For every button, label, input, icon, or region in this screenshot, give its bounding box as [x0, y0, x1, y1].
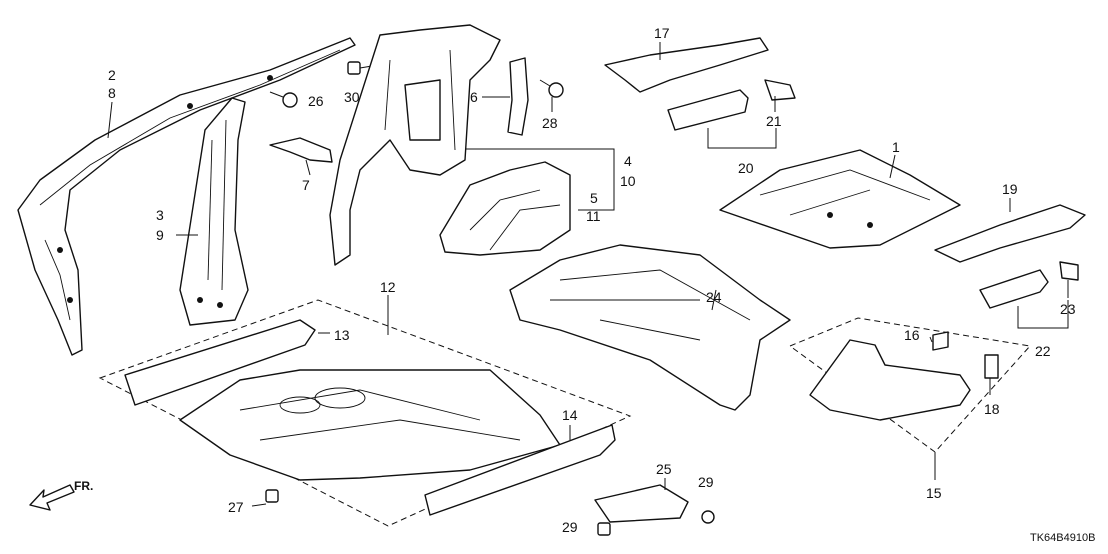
- callout-13: 13: [334, 327, 350, 343]
- part-16: [932, 331, 949, 351]
- bracket-part-6: [507, 57, 529, 136]
- part-19: [934, 204, 1086, 263]
- floor-group-outline: [98, 299, 632, 527]
- callout-19: 19: [1002, 181, 1018, 197]
- side-sill-14: [424, 424, 616, 516]
- callout-12: 12: [380, 279, 396, 295]
- callout-26: 26: [308, 93, 324, 109]
- direction-label: FR.: [74, 479, 93, 493]
- front-direction-arrow-icon: [29, 484, 75, 511]
- callout-29-a: 29: [562, 519, 578, 535]
- callout-20: 20: [738, 160, 754, 176]
- callout-24: 24: [706, 289, 722, 305]
- rear-inner-panel: [329, 24, 501, 266]
- callout-22: 22: [1035, 343, 1051, 359]
- front-floor: [179, 369, 561, 481]
- part-23: [1059, 261, 1079, 281]
- callout-3: 3: [156, 207, 164, 223]
- center-pillar: [179, 97, 249, 326]
- callout-14: 14: [562, 407, 578, 423]
- bolt-28: [539, 79, 564, 98]
- callout-10: 10: [620, 173, 636, 189]
- rear-floor: [719, 149, 961, 249]
- rear-frame: [509, 244, 791, 411]
- diagram-code: TK64B4910B: [1030, 532, 1095, 544]
- callout-21: 21: [766, 113, 782, 129]
- callout-8: 8: [108, 85, 116, 101]
- leader-lines: [107, 42, 1069, 490]
- bolt-29-b: [701, 510, 715, 524]
- callout-6: 6: [470, 89, 478, 105]
- callout-11: 11: [586, 208, 601, 224]
- callout-4: 4: [624, 153, 632, 169]
- callout-2: 2: [108, 67, 116, 83]
- bracket-part-7: [269, 137, 333, 163]
- callout-5: 5: [590, 190, 598, 206]
- callout-18: 18: [984, 401, 1000, 417]
- front-pillar-roof-rail: [17, 37, 356, 356]
- callout-25: 25: [656, 461, 672, 477]
- part-25: [594, 484, 689, 523]
- bolt-29-a: [597, 522, 611, 536]
- callout-17: 17: [654, 25, 670, 41]
- callout-9: 9: [156, 227, 164, 243]
- part-17: [604, 37, 769, 93]
- callout-7: 7: [302, 177, 310, 193]
- part-18: [984, 354, 999, 379]
- wheelhouse: [439, 161, 571, 256]
- bolt-26: [269, 91, 298, 108]
- side-sill-13: [124, 319, 316, 406]
- callout-30: 30: [344, 89, 360, 105]
- callout-28: 28: [542, 115, 558, 131]
- part-15-rail: [809, 339, 971, 421]
- callout-23: 23: [1060, 301, 1076, 317]
- callout-15: 15: [926, 485, 942, 501]
- callout-27: 27: [228, 499, 244, 515]
- part-22: [979, 269, 1049, 309]
- bolt-27: [251, 489, 279, 507]
- part-20: [667, 89, 749, 131]
- part-21: [764, 79, 796, 101]
- callout-1: 1: [892, 139, 900, 155]
- callout-16: 16: [904, 327, 920, 343]
- callout-29-b: 29: [698, 474, 714, 490]
